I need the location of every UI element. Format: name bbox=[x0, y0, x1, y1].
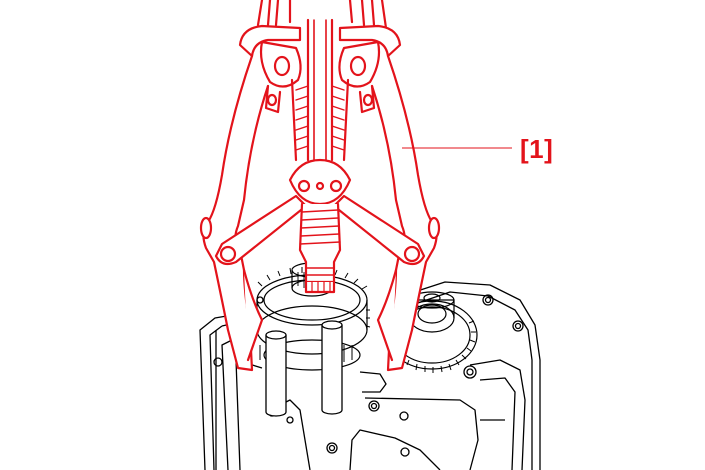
callout-label-1: [1] bbox=[520, 134, 554, 164]
guide-pins bbox=[265, 320, 343, 417]
puller-tool bbox=[199, 0, 441, 372]
